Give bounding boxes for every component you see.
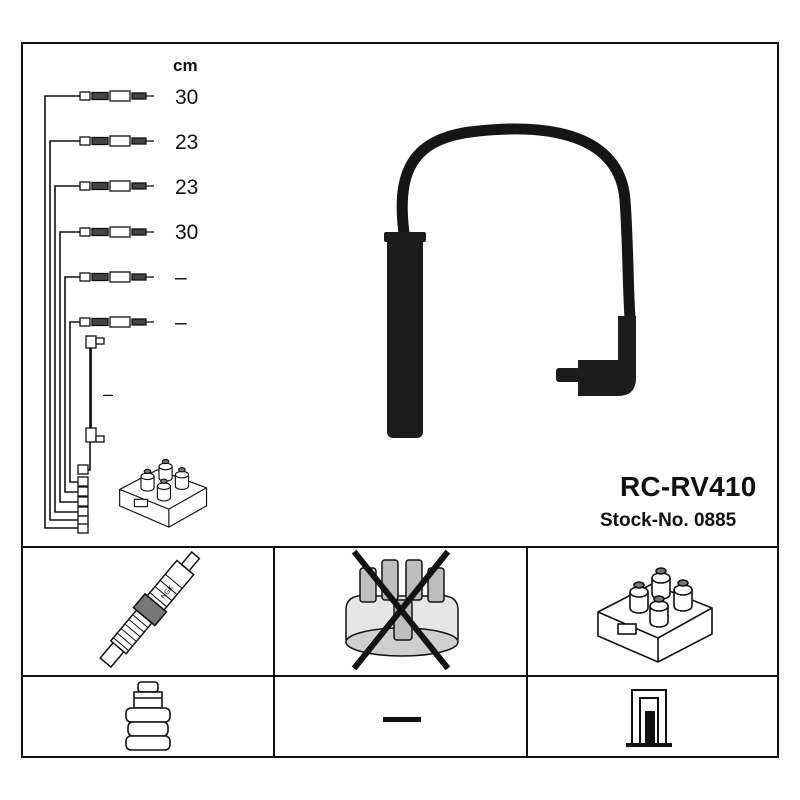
- coil-terminal-socket-icon: [626, 689, 672, 747]
- not-applicable-dash: [383, 717, 421, 722]
- spark-plug-icon: NGK: [99, 551, 201, 669]
- cable-1-connector: [79, 90, 154, 102]
- cable-6-connector: [79, 316, 154, 328]
- cable-3-connector: [79, 180, 154, 192]
- ignition-coil-icon: [597, 567, 713, 663]
- coil-pack-small-icon: [119, 458, 208, 528]
- cable-4-connector: [79, 226, 154, 238]
- cable-set-diagram: [44, 95, 91, 529]
- cable-6-length: –: [175, 311, 187, 334]
- spark-plug-terminal-icon: [125, 681, 171, 751]
- angled-coil-boot: [578, 316, 636, 396]
- length-unit-label: cm: [173, 56, 198, 75]
- coil-lead-connector: [85, 335, 105, 443]
- cable-connectors: [77, 90, 154, 534]
- ignition-cable-illustration: [384, 123, 636, 438]
- cable-1-length: 30: [175, 86, 199, 109]
- table-frame: [21, 42, 779, 758]
- not-applicable-cross-icon: [351, 549, 451, 671]
- cable-5-length: –: [175, 266, 187, 289]
- part-number: RC-RV410: [620, 471, 757, 502]
- cable-4-length: 30: [175, 221, 199, 244]
- coil-lead-length: –: [103, 384, 114, 404]
- spark-plug-boot: [387, 236, 423, 438]
- cable-5-connector: [79, 271, 154, 283]
- coil-terminal-stubs: [77, 464, 89, 534]
- cable-2-connector: [79, 135, 154, 147]
- stock-number: Stock-No. 0885: [600, 510, 737, 531]
- cable-3-length: 23: [175, 176, 199, 199]
- cable-2-length: 23: [175, 131, 199, 154]
